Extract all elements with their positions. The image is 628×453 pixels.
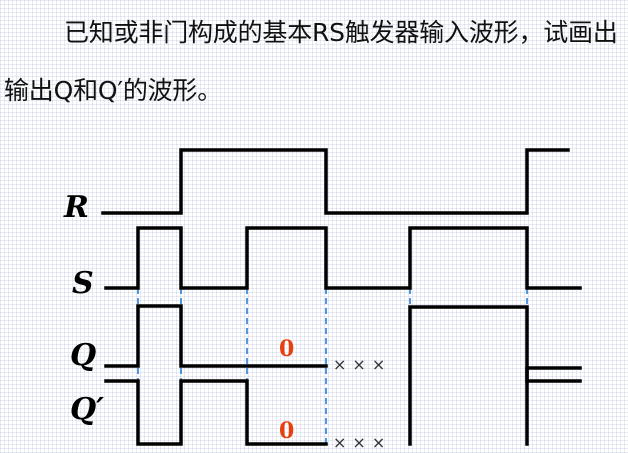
signal-label-s: S [72,266,94,301]
q-waveform-high [408,305,582,446]
waveforms [101,148,582,446]
signal-label-q: Q [70,338,97,373]
annotation-zero-qn: 0 [279,418,295,444]
signal-label-r: R [64,190,89,225]
qn-waveform-tail [525,366,582,446]
problem-statement: 已知或非门构成的基本RS触发器输入波形，试画出输出Q和Q′的波形。 [4,18,618,105]
annotation-undefined-q: ××× [333,355,392,374]
q-waveform [104,304,328,368]
annotation-undefined-qn: ××× [333,433,392,452]
qn-waveform [104,379,328,446]
annotation-zero-q: 0 [279,336,295,362]
signal-label-qn: Q′ [70,392,105,427]
s-waveform [104,226,582,290]
r-waveform [101,148,570,215]
